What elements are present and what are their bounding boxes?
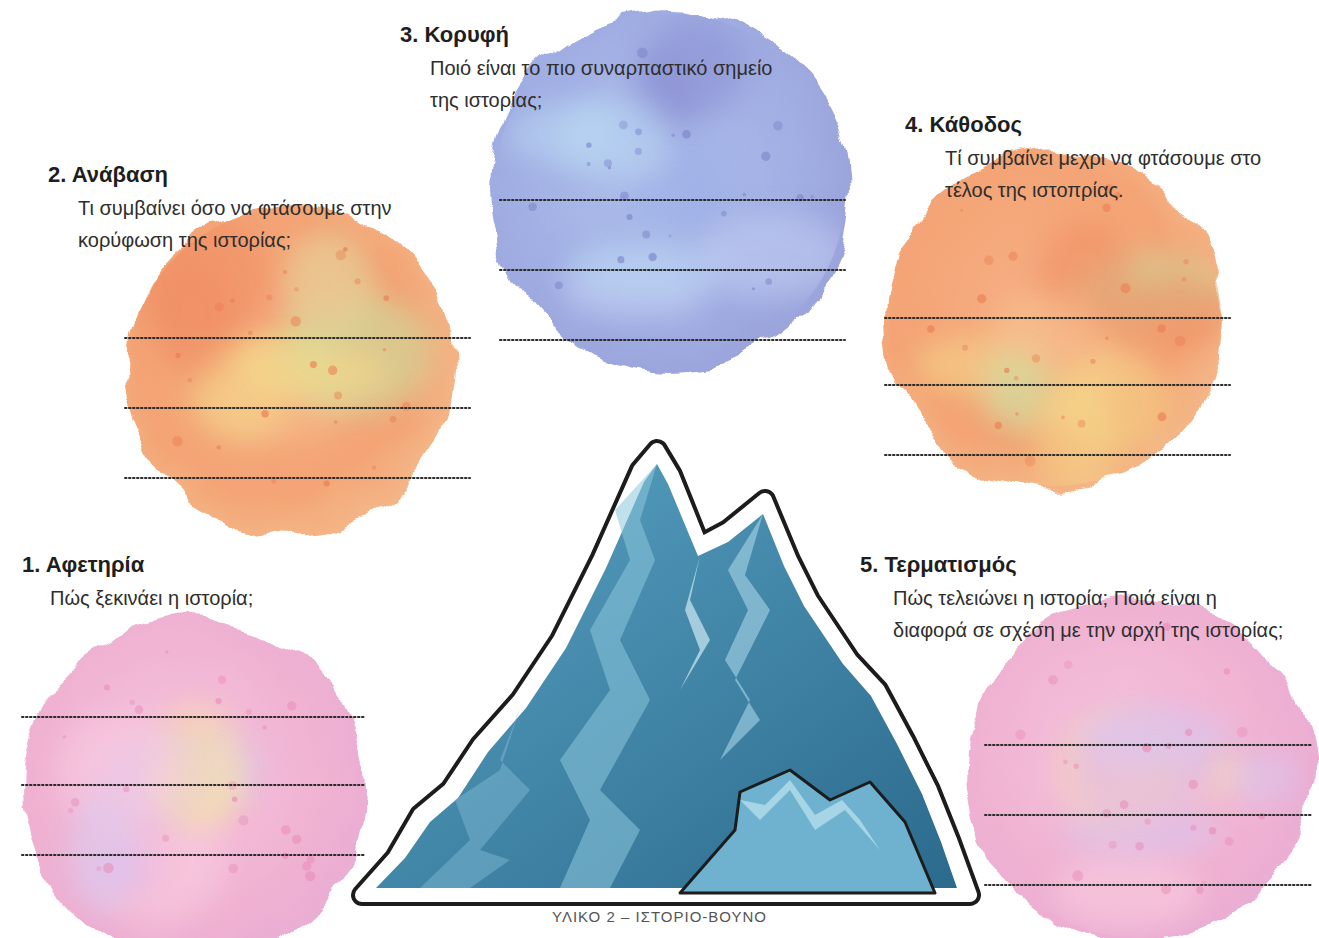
dotted-line [500,269,845,271]
mountain-facet [420,708,530,888]
stage-question: Τι συμβαίνει όσο να φτάσουμε στην κορύφω… [78,192,438,256]
blob-tints [137,215,433,486]
stage-heading: 5. Τερματισμός [860,550,1319,580]
writing-lines [985,745,1312,885]
dotted-line [885,454,1230,456]
story-stage-bubble: 5. ΤερματισμόςΠώς τελειώνει η ιστορία; Π… [850,545,1319,938]
mountain-facet [680,556,710,690]
stage-question: Πώς ξεκινάει η ιστορία; [50,582,370,614]
dotted-line [885,317,1230,319]
blob-tints [913,184,1237,494]
blob-tints [58,650,315,925]
dotted-line [22,854,365,856]
caption: ΥΛΙΚΟ 2 – ΙΣΤΟΡΙΟ-ΒΟΥΝΟ [0,906,1319,928]
small-peak [680,770,935,893]
small-peak-snow [740,780,880,850]
dotted-line [500,339,845,341]
stage-heading: 4. Κάθοδος [905,110,1300,140]
story-stage-bubble: 2. ΑνάβασηΤι συμβαίνει όσο να φτάσουμε σ… [40,155,480,515]
blob-tints [1015,623,1299,929]
writing-lines [22,717,365,855]
dotted-line [985,884,1312,886]
dotted-line [985,744,1312,746]
mountain-snow-edge [362,450,970,895]
mountain-facet [720,514,770,760]
writing-lines [885,318,1230,455]
dotted-line [125,407,470,409]
blob-shape [23,618,367,938]
story-stage-bubble: 1. ΑφετηρίαΠώς ξεκινάει η ιστορία; [15,545,385,935]
stage-question: Πώς τελειώνει η ιστορία; Ποιά είναι η δι… [893,582,1293,646]
stage-question: Τί συμβαίνει μεχρι να φτάσουμε στο τέλος… [945,142,1305,206]
dotted-line [125,477,470,479]
writing-lines [500,200,845,340]
writing-lines [125,338,470,478]
dotted-line [885,384,1230,386]
dotted-line [125,337,470,339]
mountain-facet [560,464,657,888]
stage-heading: 3. Κορυφή [400,20,862,50]
story-stage-bubble: 3. ΚορυφήΠοιό είναι το πιο συναρπαστικό … [392,15,862,385]
blob-shape [125,205,455,535]
stage-heading: 1. Αφετηρία [22,550,385,580]
stage-heading: 2. Ανάβαση [48,160,480,190]
story-stage-bubble: 4. ΚάθοδοςΤί συμβαίνει μεχρι να φτάσουμε… [880,105,1300,475]
dotted-line [500,199,845,201]
dotted-line [22,716,365,718]
dotted-line [22,784,365,786]
dotted-line [985,814,1312,816]
blob-shape [968,598,1312,938]
stage-question: Ποιό είναι το πιο συναρπαστικό σημείο τη… [430,52,805,116]
mountain-outline [362,450,970,895]
